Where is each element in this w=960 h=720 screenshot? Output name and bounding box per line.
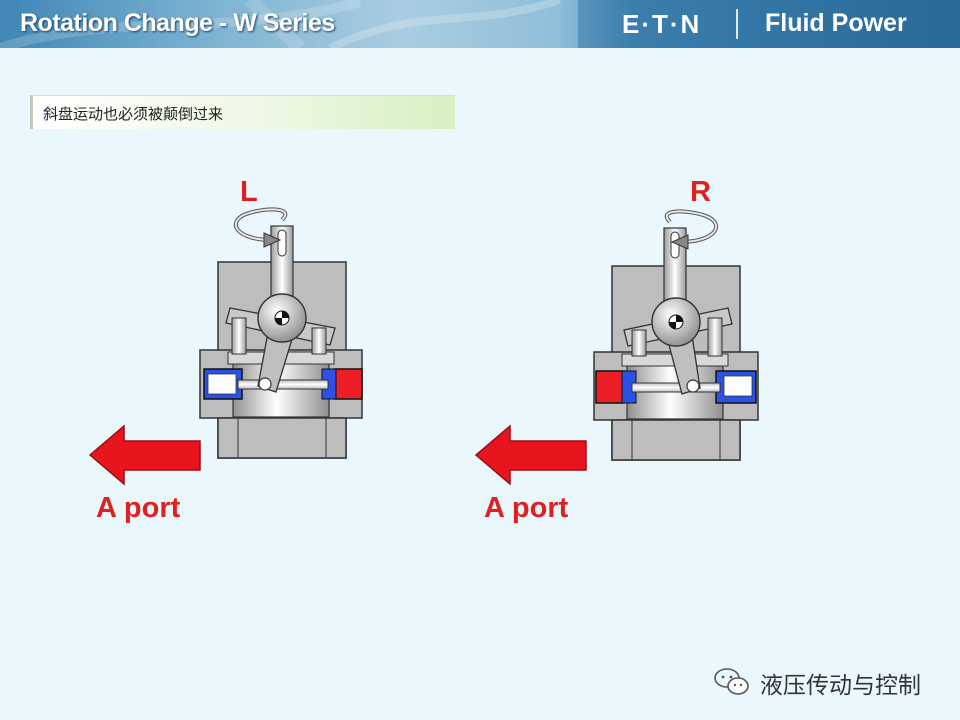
header-bar: Rotation Change - W Series E·T·N Fluid P… xyxy=(0,0,960,48)
product-line: Fluid Power xyxy=(765,9,907,37)
right-red-chamber xyxy=(595,370,625,404)
left-rotation-arrow-icon xyxy=(233,207,287,248)
right-pump-unit xyxy=(593,227,759,461)
left-rotation-label: L xyxy=(240,176,258,208)
right-rotation-arrow-icon xyxy=(665,209,719,250)
right-flow-arrow-icon xyxy=(474,424,587,486)
caption-box: 斜盘运动也必须被颠倒过来 xyxy=(30,95,455,129)
header-divider xyxy=(736,9,738,39)
watermark: 液压传动与控制 xyxy=(712,664,922,698)
brand-logo: E·T·N xyxy=(622,9,702,39)
left-pump-unit xyxy=(199,225,363,459)
right-rotation-label: R xyxy=(690,176,711,208)
right-port-label: A port xyxy=(484,492,569,524)
caption-text: 斜盘运动也必须被颠倒过来 xyxy=(43,105,224,123)
header-background-pattern xyxy=(0,0,960,48)
left-flow-arrow-icon xyxy=(88,424,201,486)
left-port-label: A port xyxy=(96,492,181,524)
left-red-chamber xyxy=(333,368,363,400)
wechat-icon xyxy=(714,668,749,695)
watermark-text: 液压传动与控制 xyxy=(760,672,921,698)
page-title: Rotation Change - W Series xyxy=(20,9,335,37)
